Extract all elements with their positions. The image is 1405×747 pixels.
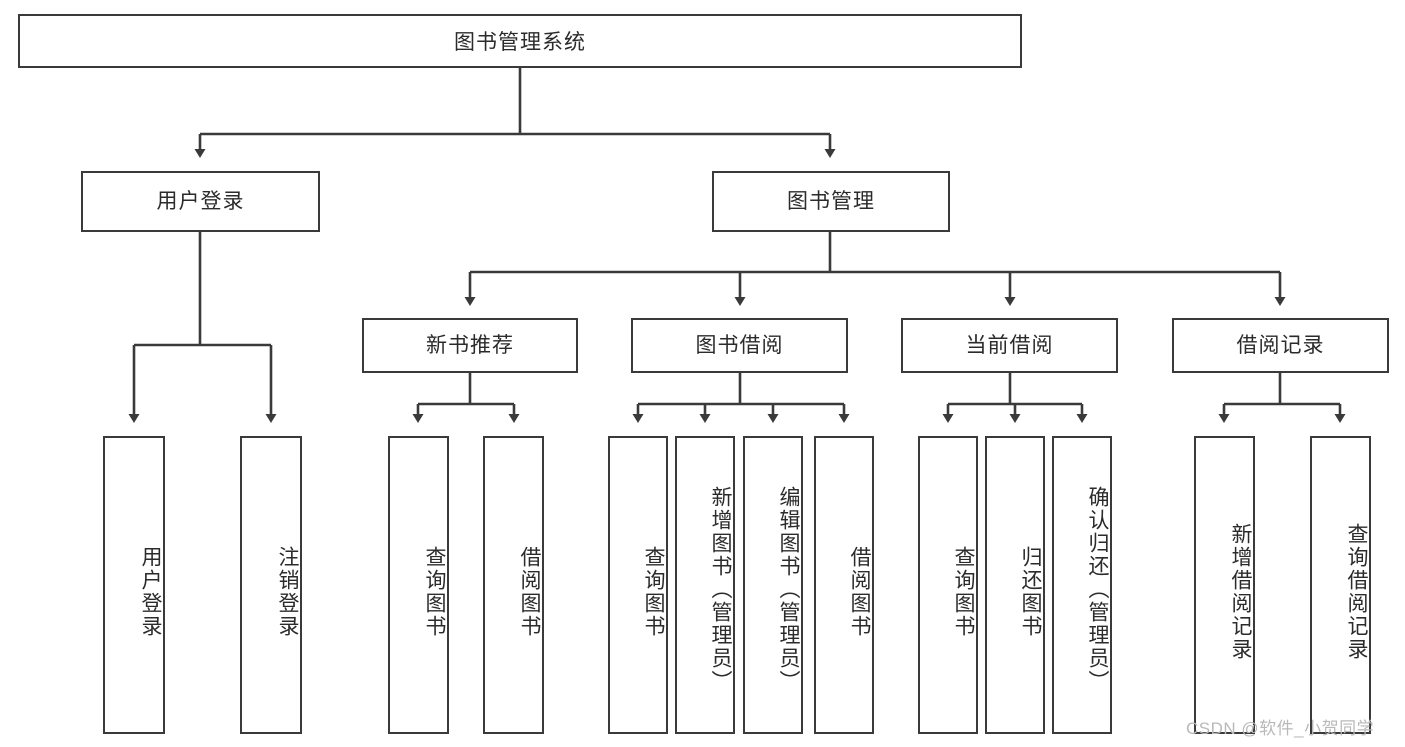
node-cb-confirm-return[interactable]: 确认归还（管理员） — [1052, 436, 1112, 734]
node-borrow-record[interactable]: 借阅记录 — [1172, 318, 1389, 373]
node-book-manage[interactable]: 图书管理 — [712, 171, 950, 232]
node-user-login-do[interactable]: 用户登录 — [103, 436, 165, 734]
node-cb-query-book[interactable]: 查询图书 — [918, 436, 978, 734]
node-nbr-borrow-book[interactable]: 借阅图书 — [483, 436, 544, 734]
csdn-watermark: CSDN @软件_小贺同学 — [1186, 719, 1375, 738]
node-bb-query-book[interactable]: 查询图书 — [608, 436, 668, 734]
node-bb-borrow-book[interactable]: 借阅图书 — [814, 436, 874, 734]
node-user-login[interactable]: 用户登录 — [81, 171, 320, 232]
node-br-add-record[interactable]: 新增借阅记录 — [1194, 436, 1255, 734]
node-cb-return-book[interactable]: 归还图书 — [985, 436, 1045, 734]
node-root[interactable]: 图书管理系统 — [18, 14, 1022, 68]
node-new-book-rec[interactable]: 新书推荐 — [362, 318, 578, 373]
node-bb-edit-book[interactable]: 编辑图书（管理员） — [743, 436, 803, 734]
node-bb-add-book[interactable]: 新增图书（管理员） — [675, 436, 735, 734]
node-br-query-record[interactable]: 查询借阅记录 — [1310, 436, 1371, 734]
node-book-borrow[interactable]: 图书借阅 — [631, 318, 848, 373]
node-current-borrow[interactable]: 当前借阅 — [901, 318, 1118, 373]
node-nbr-query-book[interactable]: 查询图书 — [388, 436, 449, 734]
node-user-logout[interactable]: 注销登录 — [240, 436, 302, 734]
